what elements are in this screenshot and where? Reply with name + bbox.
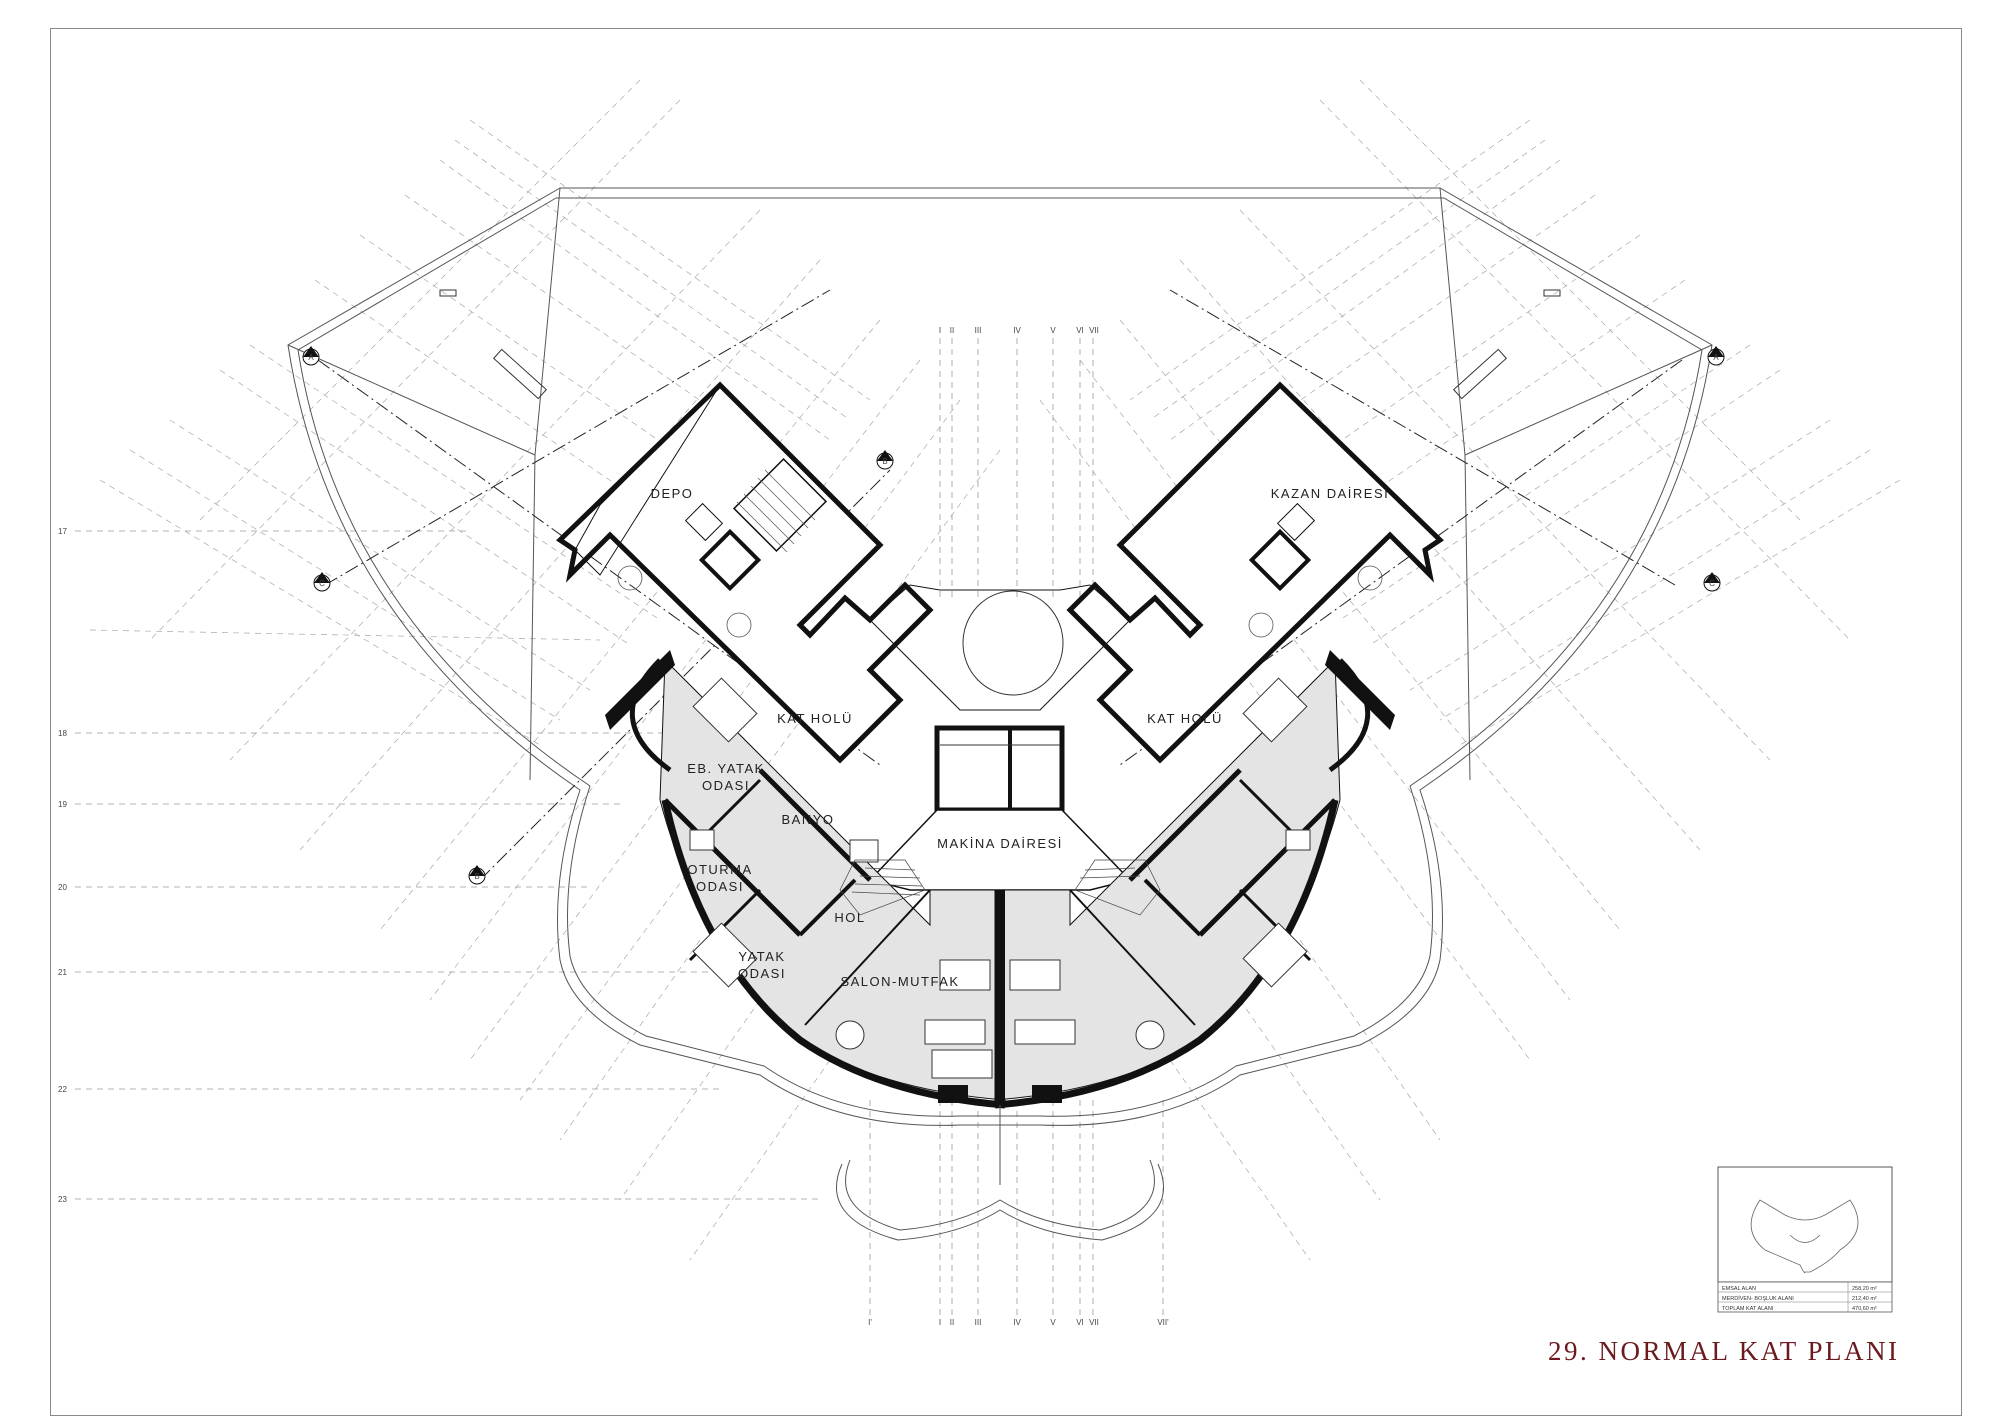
svg-text:I: I — [939, 1318, 941, 1327]
svg-text:V: V — [1050, 1318, 1056, 1327]
svg-text:I': I' — [868, 1318, 872, 1327]
svg-text:A: A — [1713, 353, 1719, 362]
svg-text:III: III — [975, 326, 982, 335]
roman-axis-labels-bottom: I' I II III IV V VI VII VII' — [868, 1318, 1169, 1327]
apartment-floor-left — [605, 650, 1006, 1109]
section-marker-b-left: B — [468, 865, 486, 885]
row-number-labels: 17 18 19 20 21 22 23 — [58, 527, 67, 1204]
svg-text:MERDİVEN- BOŞLUK ALANI: MERDİVEN- BOŞLUK ALANI — [1722, 1295, 1794, 1302]
roman-axis-labels-top: I II III IV V VI VII — [939, 326, 1099, 335]
svg-text:C: C — [319, 579, 325, 588]
room-label-eb-yatak-2: ODASI — [702, 778, 750, 793]
drawing-title: 29. NORMAL KAT PLANI — [1548, 1336, 1900, 1366]
grid-rows — [75, 530, 820, 1200]
svg-text:B: B — [882, 457, 887, 466]
room-label-yatak-1: YATAK — [738, 949, 785, 964]
section-marker-a-left: A — [302, 346, 320, 366]
room-label-kat-holu-left: KAT HOLÜ — [777, 711, 853, 726]
svg-text:EMSAL ALAN: EMSAL ALAN — [1722, 1286, 1756, 1292]
svg-text:VI: VI — [1076, 1318, 1084, 1327]
svg-text:IV: IV — [1013, 326, 1021, 335]
svg-text:VII': VII' — [1157, 1318, 1169, 1327]
left-service-block — [556, 381, 934, 764]
room-labels: DEPO KAZAN DAİRESİ KAT HOLÜ KAT HOLÜ MAK… — [651, 486, 1389, 989]
svg-text:VII: VII — [1089, 326, 1099, 335]
room-label-yatak-2: ODASI — [738, 966, 786, 981]
apartment-floor-right — [994, 650, 1395, 1109]
svg-text:V: V — [1050, 326, 1056, 335]
svg-text:18: 18 — [58, 729, 67, 738]
room-label-hol: HOL — [834, 910, 865, 925]
room-label-depo: DEPO — [651, 486, 694, 501]
room-label-banyo: BANYO — [781, 812, 834, 827]
right-service-block — [1066, 381, 1444, 764]
svg-text:C: C — [1709, 579, 1715, 588]
terrace-outline — [287, 187, 1713, 1241]
room-label-oturma-2: ODASI — [696, 879, 744, 894]
svg-text:A: A — [308, 353, 314, 362]
svg-text:II: II — [950, 1318, 954, 1327]
party-wall — [995, 890, 1005, 1105]
svg-text:470,60 m²: 470,60 m² — [1852, 1306, 1877, 1312]
svg-text:TOPLAM KAT ALANI: TOPLAM KAT ALANI — [1722, 1306, 1774, 1312]
svg-text:19: 19 — [58, 800, 67, 809]
vent-grill — [439, 289, 1561, 400]
section-marker-c-right: C — [1703, 572, 1721, 592]
room-label-makina: MAKİNA DAİRESİ — [937, 836, 1063, 851]
room-label-kat-holu-right: KAT HOLÜ — [1147, 711, 1223, 726]
stair-right — [1074, 859, 1161, 916]
svg-text:21: 21 — [58, 968, 67, 977]
svg-text:B: B — [474, 872, 479, 881]
stair-left — [839, 859, 926, 916]
svg-text:III: III — [975, 1318, 982, 1327]
room-label-oturma-1: OTURMA — [687, 862, 752, 877]
room-label-salon: SALON-MUTFAK — [840, 974, 959, 989]
central-core — [868, 584, 1132, 891]
room-label-kazan: KAZAN DAİRESİ — [1271, 486, 1389, 501]
svg-text:I: I — [939, 326, 941, 335]
svg-text:17: 17 — [58, 527, 67, 536]
grid-roman-axes — [869, 338, 1164, 1315]
svg-text:20: 20 — [58, 883, 67, 892]
room-label-eb-yatak-1: EB. YATAK — [687, 761, 765, 776]
section-marker-c-left: C — [313, 572, 331, 592]
svg-text:II: II — [950, 326, 954, 335]
section-lines — [317, 289, 1683, 881]
section-marker-a-right: A — [1707, 346, 1725, 366]
svg-text:VII: VII — [1089, 1318, 1099, 1327]
svg-text:258,20 m²: 258,20 m² — [1852, 1286, 1877, 1292]
svg-text:23: 23 — [58, 1195, 67, 1204]
section-marker-b-center: B — [876, 450, 894, 470]
svg-text:22: 22 — [58, 1085, 67, 1094]
section-markers: A B C B A C — [302, 346, 1725, 885]
key-plan: EMSAL ALAN 258,20 m² MERDİVEN- BOŞLUK AL… — [1717, 1166, 1893, 1313]
svg-text:212,40 m²: 212,40 m² — [1852, 1296, 1877, 1302]
grid-diagonal-right — [1039, 79, 1901, 1261]
svg-text:IV: IV — [1013, 1318, 1021, 1327]
svg-text:VI: VI — [1076, 326, 1084, 335]
